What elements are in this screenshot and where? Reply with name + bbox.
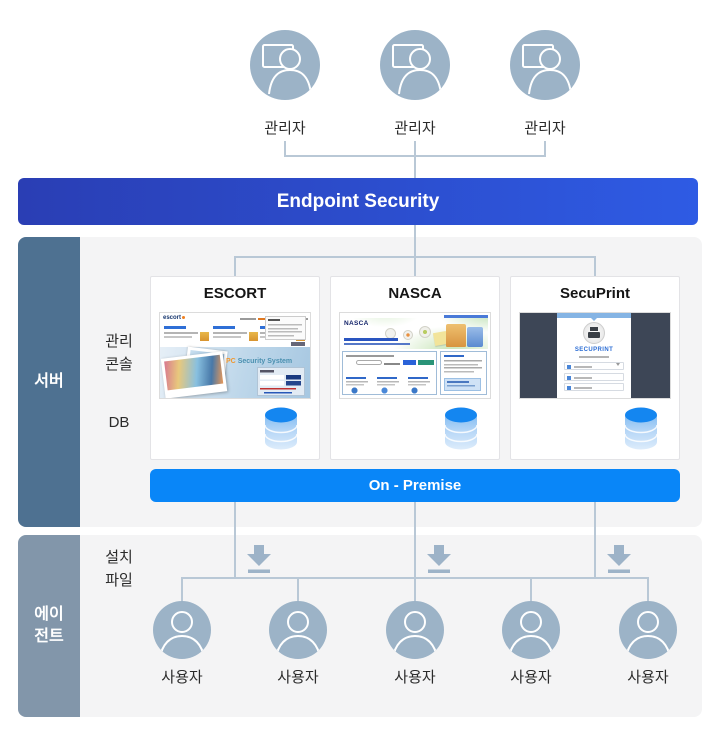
login-button — [403, 360, 416, 365]
badge-icon — [403, 330, 413, 340]
user-label: 사용자 — [627, 669, 669, 686]
download-icon — [424, 544, 454, 574]
secuprint-logo: SECUPRINT — [574, 347, 614, 353]
badge-icon — [419, 326, 431, 338]
printer-icon — [583, 322, 605, 344]
secuprint-side-panel — [631, 313, 670, 398]
user-icon — [619, 601, 677, 659]
nasca-download-box — [444, 378, 481, 391]
product-card-escort: ESCORT escort PC Security System — [150, 276, 320, 460]
secuprint-top-bar — [557, 313, 631, 318]
admin-label: 관리자 — [264, 120, 306, 137]
escort-headline: PC Security System — [226, 358, 293, 365]
on-premise-bar: On - Premise — [150, 469, 680, 502]
caret-icon — [591, 318, 597, 321]
password-field — [564, 383, 624, 391]
escort-hero-photo: PC Security System — [160, 346, 310, 398]
chevron-down-icon — [616, 363, 620, 366]
install-file-label: 설치 파일 — [105, 549, 133, 589]
nasca-tagline — [344, 343, 410, 345]
nasca-top-links — [444, 315, 488, 318]
folder-icon — [467, 327, 483, 347]
nasca-login-panel — [342, 351, 437, 395]
database-icon — [264, 406, 298, 455]
escort-menu-column — [164, 326, 210, 345]
user-icon — [386, 601, 444, 659]
user-icon — [269, 601, 327, 659]
escort-login-panel — [257, 367, 305, 396]
secuprint-screenshot: SECUPRINT — [520, 313, 670, 398]
password-field — [356, 360, 382, 365]
db-label: DB — [108, 414, 130, 431]
admin-workstation-icon — [250, 30, 320, 100]
user-icon — [502, 601, 560, 659]
id-field — [564, 373, 624, 381]
device-select-field — [564, 362, 624, 370]
agent-sidebar-label: 에이 전트 — [34, 606, 64, 645]
user-icon — [153, 601, 211, 659]
admin-label: 관리자 — [524, 120, 566, 137]
escort-logo: escort — [163, 315, 185, 321]
escort-menu-column — [213, 326, 259, 345]
escort-screenshot: escort PC Security System — [160, 313, 310, 398]
download-icon — [604, 544, 634, 574]
secuprint-caption — [579, 356, 609, 358]
endpoint-security-banner: Endpoint Security — [18, 178, 698, 225]
user-label: 사용자 — [161, 669, 203, 686]
escort-more-button — [291, 342, 305, 346]
nasca-logo: NASCA — [344, 320, 369, 327]
database-icon — [444, 406, 478, 455]
nasca-notice-panel — [440, 351, 487, 395]
admin-label: 관리자 — [394, 120, 436, 137]
download-icon — [244, 544, 274, 574]
management-console-label: 관리 콘솔 — [105, 333, 133, 373]
nasca-screenshot: NASCA — [340, 313, 490, 398]
user-label: 사용자 — [394, 669, 436, 686]
agent-sidebar: 에이 전트 — [18, 535, 80, 717]
server-sidebar: 서버 — [18, 237, 80, 527]
admin-workstation-icon — [380, 30, 450, 100]
admin-workstation-icon — [510, 30, 580, 100]
product-card-secuprint: SecuPrint SECUPRINT — [510, 276, 680, 460]
product-title: NASCA — [388, 285, 442, 302]
product-title: ESCORT — [203, 285, 267, 302]
polaroid-photo — [160, 351, 228, 398]
secuprint-side-panel — [520, 313, 557, 398]
user-label: 사용자 — [277, 669, 319, 686]
escort-notice-panel — [265, 316, 306, 340]
server-sidebar-label: 서버 — [34, 373, 64, 390]
product-title: SecuPrint — [559, 285, 631, 302]
database-icon — [624, 406, 658, 455]
product-card-nasca: NASCA NASCA — [330, 276, 500, 460]
folder-icon — [446, 324, 466, 347]
nasca-tagline — [344, 338, 398, 341]
secondary-button — [418, 360, 434, 365]
user-label: 사용자 — [510, 669, 552, 686]
